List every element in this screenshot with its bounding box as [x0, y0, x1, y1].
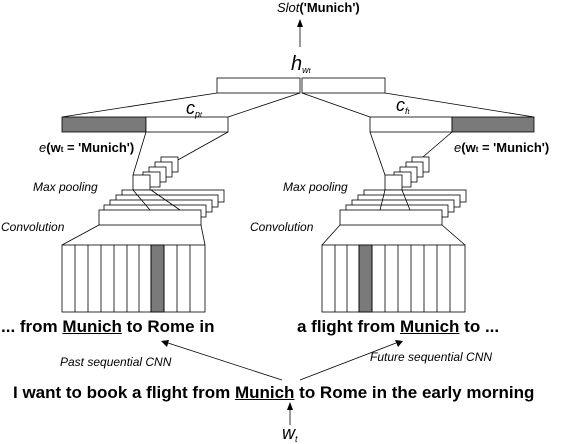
left-context-label: cpt [186, 98, 202, 119]
output-arrow [297, 19, 303, 47]
left-maxpool-label: Max pooling [33, 180, 98, 194]
left-word-matrix [61, 244, 206, 313]
right-embedding-vector [451, 116, 535, 133]
right-context-vector [369, 116, 453, 133]
left-phrase: ... from Munich to Rome in [1, 317, 215, 336]
hidden-layer-label: hwt [291, 53, 311, 75]
right-conv-stack [339, 189, 467, 226]
slot-output-label: Slot('Munich') [277, 0, 360, 15]
right-embedding-label: e(wt = 'Munich') [454, 140, 550, 155]
right-maxpool-label: Max pooling [283, 180, 348, 194]
left-context-vector [145, 116, 229, 133]
right-word-matrix [321, 244, 466, 313]
right-phrase: a flight from Munich to ... [297, 317, 500, 336]
past-cnn-arrow [161, 340, 283, 381]
right-conv-label: Convolution [250, 220, 314, 234]
left-conv-stack [98, 189, 225, 226]
left-embedding-label: e(wt = 'Munich') [39, 140, 135, 155]
hidden-layer-right [301, 77, 386, 94]
future-cnn-label: Future sequential CNN [370, 350, 493, 364]
right-context-label: cft [396, 95, 410, 116]
input-arrow [287, 402, 293, 425]
input-sentence: I want to book a flight from Munich to R… [13, 383, 535, 402]
input-word-label: wt [282, 423, 298, 444]
future-cnn-arrow [299, 340, 403, 381]
left-maxpool-stack [132, 156, 179, 191]
hidden-layer-left [216, 77, 301, 94]
left-embedding-vector [61, 116, 147, 133]
left-conv-label: Convolution [1, 220, 65, 234]
past-cnn-label: Past sequential CNN [60, 355, 172, 369]
right-maxpool-stack [384, 156, 430, 191]
